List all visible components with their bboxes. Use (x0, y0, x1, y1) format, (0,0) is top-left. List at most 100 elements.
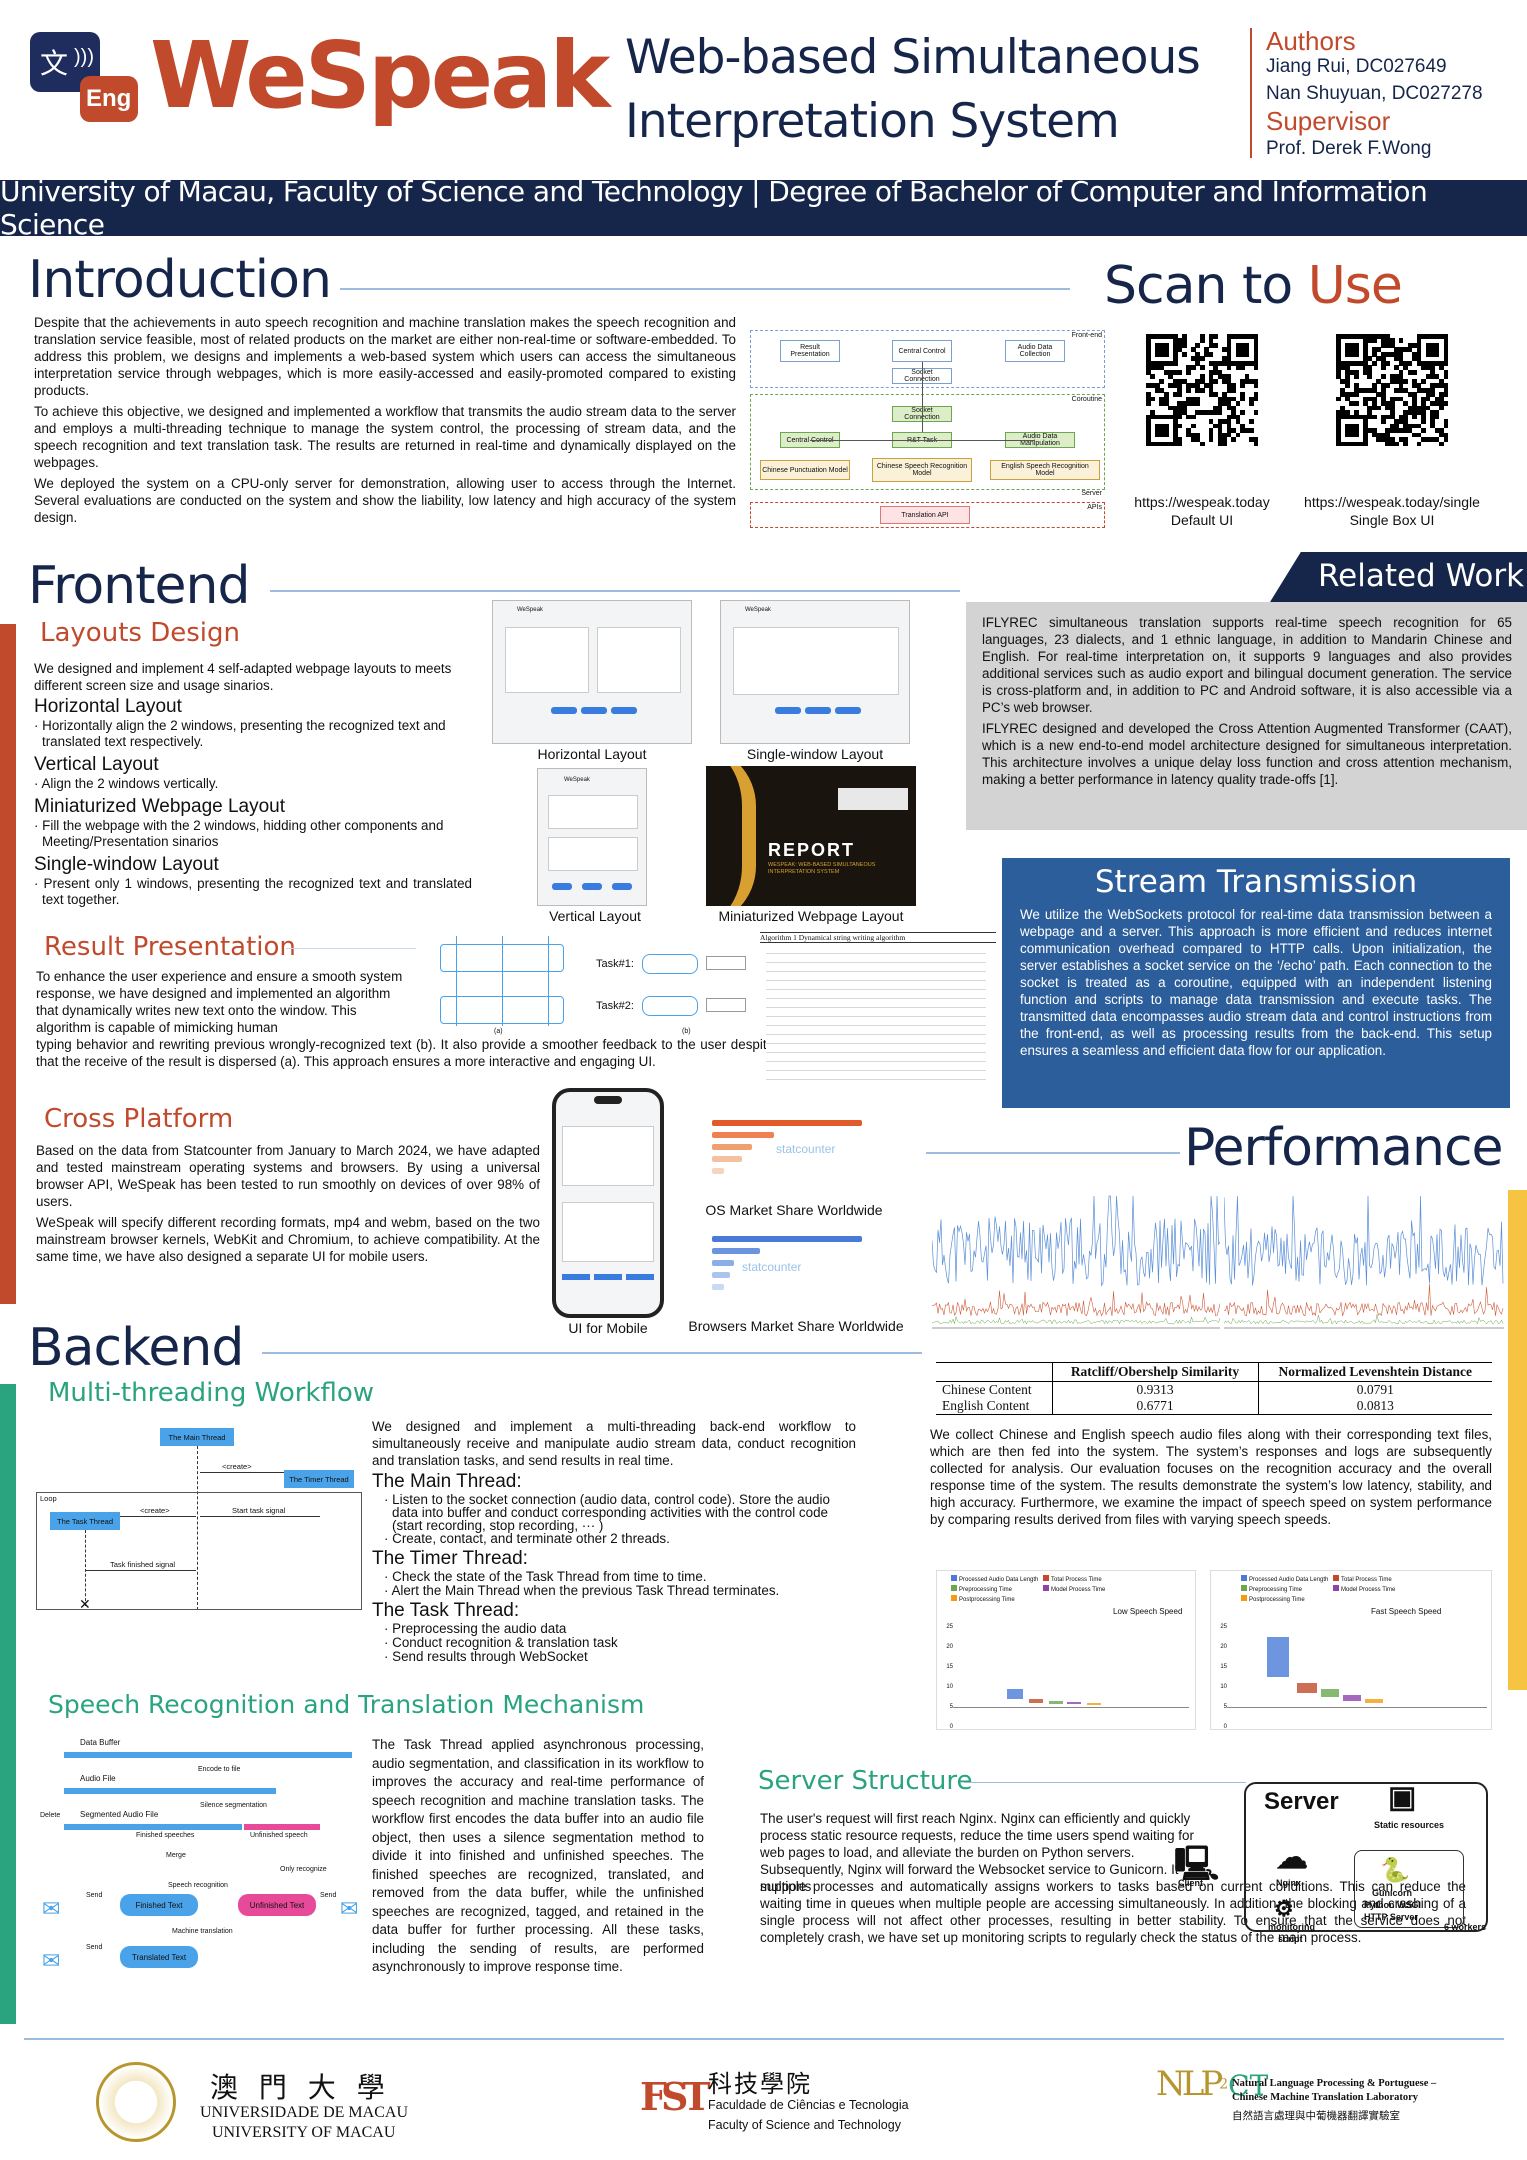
qr-module (1336, 360, 1341, 366)
python-icon: 🐍 (1380, 1857, 1410, 1884)
qr-module (1389, 342, 1395, 348)
qr-module (1186, 401, 1192, 406)
static-resources-label: Static resources (1374, 1820, 1445, 1830)
server-title-rule (964, 1782, 1246, 1783)
qr-module (1231, 383, 1236, 389)
qr-module (1336, 338, 1341, 344)
qr-module (1443, 387, 1449, 393)
qr-module (1425, 360, 1431, 366)
qr-module (1380, 383, 1386, 389)
qr-module (1367, 414, 1373, 420)
horizontal-heading: Horizontal Layout (34, 696, 182, 717)
qr-module (1430, 342, 1435, 348)
qr2-url[interactable]: https://wespeak.today/single (1304, 494, 1480, 510)
qr-module (1213, 369, 1218, 375)
qr-module (1159, 428, 1165, 433)
qr-module (1430, 374, 1435, 380)
qr-module (1416, 405, 1422, 411)
qr-module (1199, 374, 1205, 380)
send-envelope-icon-3: ✉ (42, 1948, 61, 1973)
qr-module (1398, 428, 1404, 433)
legend-entry: Preprocessing Time (1241, 1585, 1333, 1595)
qr-module (1146, 351, 1151, 357)
qr-module (1389, 396, 1395, 402)
qr-module (1434, 401, 1440, 406)
qr-module (1235, 360, 1241, 366)
qr-module (1380, 419, 1386, 424)
qr-module (1398, 356, 1404, 362)
qr-module (1208, 342, 1214, 348)
qr-module (1430, 387, 1435, 393)
logo-text-eng: Eng (86, 85, 132, 112)
qr-module (1159, 347, 1165, 353)
qr-module (1412, 392, 1417, 397)
qr-module (1222, 441, 1227, 447)
qr-module (1177, 441, 1183, 447)
qr-module (1217, 360, 1223, 366)
legend-swatch (951, 1575, 957, 1581)
task-bullet-3: · Send results through WebSocket (384, 1649, 588, 1664)
qr-module (1367, 365, 1373, 371)
qr-module (1204, 383, 1209, 389)
related-p1: IFLYREC simultaneous translation support… (982, 615, 1512, 715)
qr-module (1403, 423, 1408, 429)
qr-module (1208, 383, 1214, 389)
send-envelope-icon-1: ✉ (42, 1896, 61, 1921)
qr-module (1186, 396, 1192, 402)
qr-module (1385, 401, 1391, 406)
qr-module (1208, 378, 1214, 384)
mt-text: We designed and implement a multi-thread… (372, 1418, 856, 1664)
qr-module (1353, 410, 1359, 415)
qr-module (1358, 387, 1364, 393)
qr-module (1172, 419, 1178, 424)
qr-module (1235, 342, 1241, 348)
qr-module (1217, 401, 1223, 406)
qr-module (1394, 428, 1399, 433)
qr-module (1222, 378, 1227, 384)
qr-module (1434, 428, 1440, 433)
translation-api-box: Translation API (880, 506, 970, 524)
qr-module (1186, 365, 1192, 371)
qr-code-single[interactable] (1336, 334, 1449, 447)
qr-module (1181, 334, 1187, 339)
qr-module (1240, 351, 1245, 357)
table-cell: 0.0813 (1257, 1398, 1492, 1415)
qr-module (1434, 347, 1440, 353)
result-title-rule (286, 948, 416, 949)
qr-module (1150, 414, 1156, 420)
qr-module (1344, 360, 1350, 366)
legend-swatch (1241, 1575, 1247, 1581)
related-header (1270, 552, 1527, 602)
qr-module (1217, 374, 1223, 380)
qr-module (1344, 334, 1350, 339)
y-tick-label: 0 (1223, 1724, 1227, 1730)
qr-module (1344, 369, 1350, 375)
legend-entry: Preprocessing Time (951, 1585, 1043, 1595)
qr-module (1159, 423, 1165, 429)
qr-module (1213, 342, 1218, 348)
qr-module (1439, 405, 1444, 411)
legend-entry: Total Process Time (1333, 1575, 1403, 1585)
qr-module (1425, 396, 1431, 402)
qr-code-default[interactable] (1146, 334, 1259, 447)
qr1-url[interactable]: https://wespeak.today (1134, 494, 1270, 510)
qr-module (1367, 369, 1373, 375)
qr-module (1412, 383, 1417, 389)
y-tick-label: 10 (946, 1684, 953, 1690)
qr-module (1150, 374, 1156, 380)
qr-module (1154, 347, 1160, 353)
finished-text-bubble: Finished Text (120, 1894, 198, 1916)
qr-module (1398, 387, 1404, 393)
qr-module (1222, 347, 1227, 353)
qr-module (1353, 441, 1359, 447)
qr-module (1208, 360, 1214, 366)
qr-module (1253, 441, 1259, 447)
qr-module (1340, 334, 1346, 339)
qr-module (1208, 428, 1214, 433)
table-cell: Chinese Content (942, 1382, 1032, 1397)
qr-module (1398, 351, 1404, 357)
qr-module (1181, 378, 1187, 384)
qr-module (1154, 441, 1160, 447)
qr-module (1235, 414, 1241, 420)
qr-module (1253, 437, 1259, 442)
